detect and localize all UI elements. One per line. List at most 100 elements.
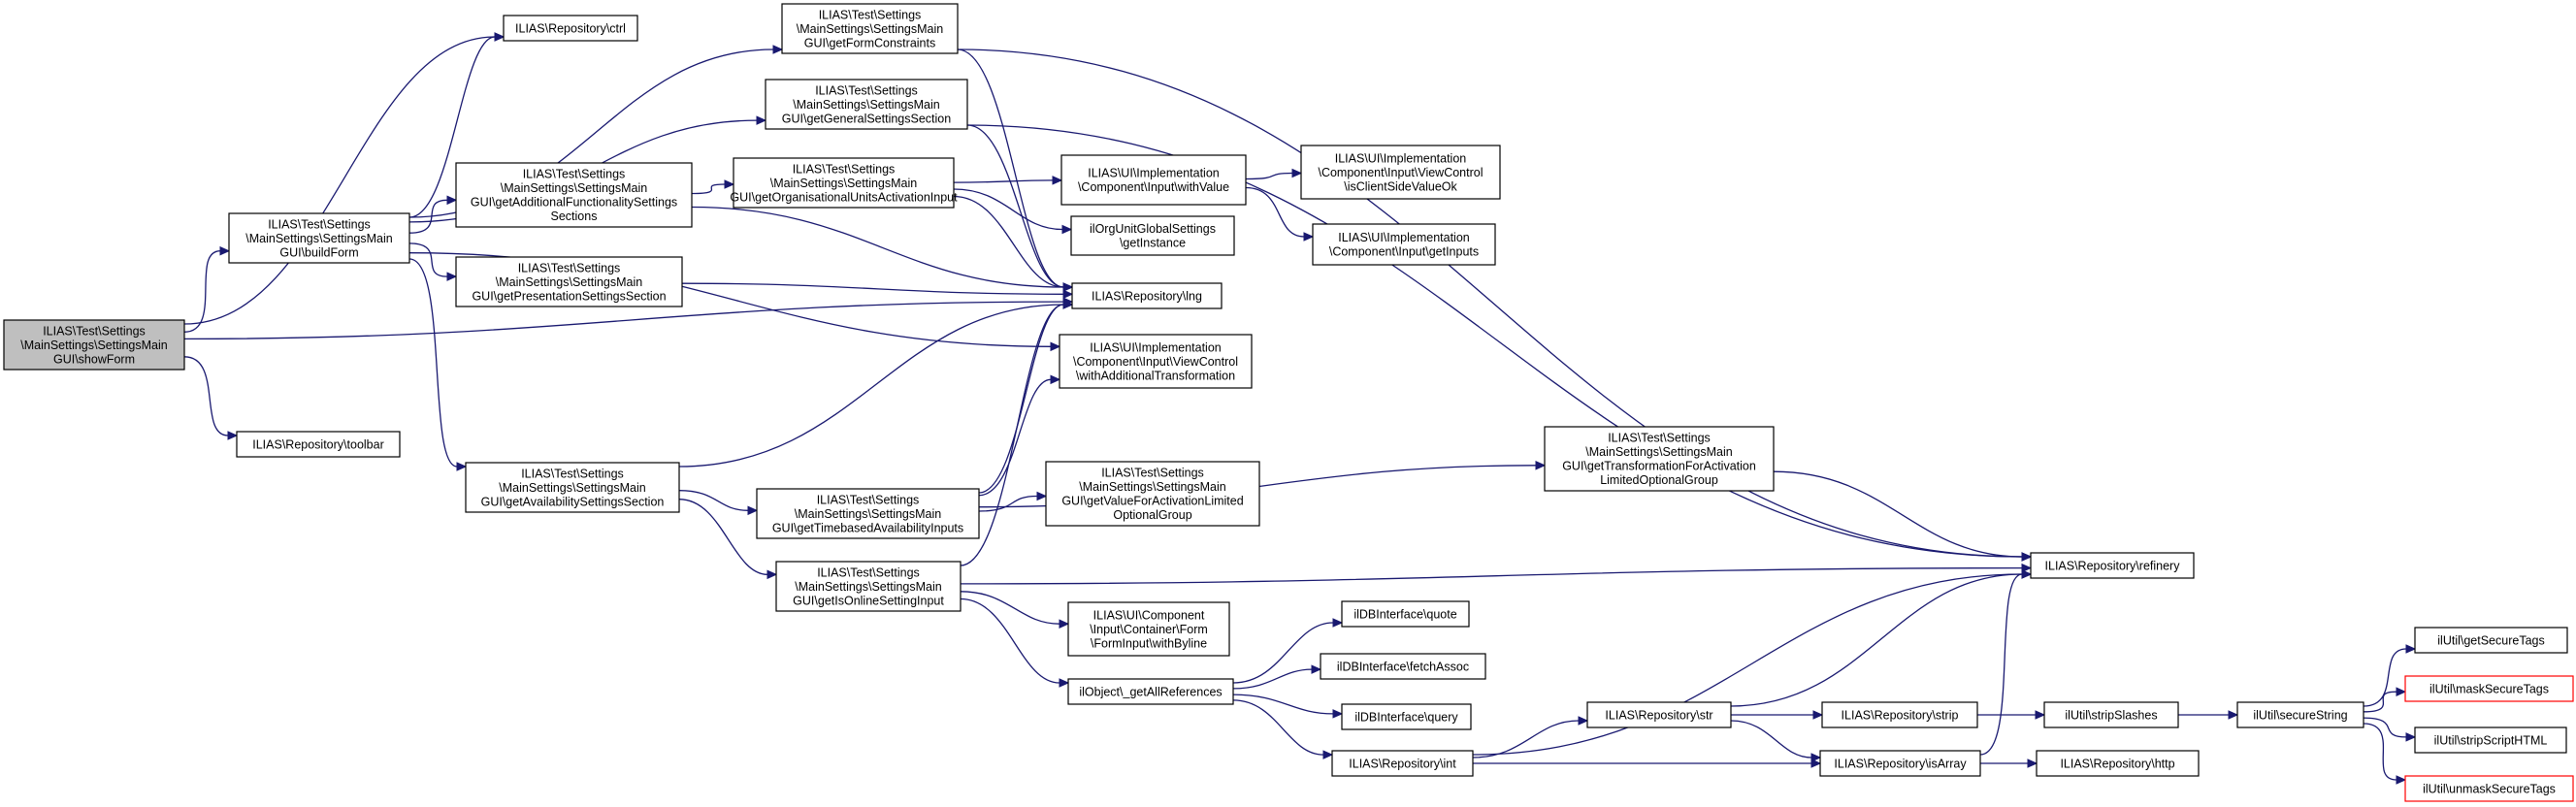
node-box — [765, 79, 968, 130]
arrowhead — [1303, 232, 1315, 242]
node-withByline[interactable]: ILIAS\UI\Component\Input\Container\Form\… — [1067, 601, 1230, 657]
edge-getAdditionalFunctionalitySettingsSections-to-lng — [691, 206, 1074, 292]
node-getAdditionalFunctionalitySettingsSections[interactable]: ILIAS\Test\Settings\MainSettings\Setting… — [455, 162, 693, 228]
arrowhead — [219, 245, 231, 256]
node-box — [1821, 701, 1978, 728]
node-int[interactable]: ILIAS\Repository\int — [1331, 750, 1474, 777]
node-isArray[interactable]: ILIAS\Repository\isArray — [1819, 750, 1981, 777]
node-getOrganisationalUnitsActivationInput[interactable]: ILIAS\Test\Settings\MainSettings\Setting… — [730, 157, 958, 209]
node-label-line: ILIAS\UI\Implementation — [1090, 340, 1222, 354]
node-http[interactable]: ILIAS\Repository\http — [2036, 750, 2200, 777]
arrowhead — [2021, 552, 2033, 562]
node-secureString[interactable]: ilUtil\secureString — [2236, 701, 2364, 728]
node-fetchAssoc[interactable]: ilDBInterface\fetchAssoc — [1320, 653, 1486, 680]
arrowhead — [1332, 618, 1344, 628]
node-getFormConstraints[interactable]: ILIAS\Test\Settings\MainSettings\Setting… — [781, 3, 959, 54]
edge-line — [953, 179, 1054, 183]
edge-getIsOnlineSettingInput-to-withByline — [960, 591, 1070, 629]
edge-line — [2363, 717, 2407, 738]
node-getPresentationSettingsSection[interactable]: ILIAS\Test\Settings\MainSettings\Setting… — [455, 256, 683, 307]
node-label-line: GUI\getTimebasedAvailabilityInputs — [772, 521, 963, 534]
node-label-line: ilDBInterface\fetchAssoc — [1337, 660, 1469, 673]
node-label-line: GUI\getFormConstraints — [804, 36, 935, 49]
node-label-line: ILIAS\Repository\ctrl — [515, 21, 626, 35]
node-maskSecureTags[interactable]: ilUtil\maskSecureTags — [2404, 675, 2574, 702]
node-refinery[interactable]: ILIAS\Repository\refinery — [2030, 552, 2195, 579]
edge-line — [1232, 694, 1334, 715]
arrowhead — [1535, 461, 1547, 470]
node-label-line: GUI\getTransformationForActivation — [1562, 460, 1756, 473]
node-isClientSideValueOk[interactable]: ILIAS\UI\Implementation\Component\Input\… — [1300, 145, 1501, 200]
node-box — [1067, 678, 1234, 705]
node-label-line: GUI\getOrganisationalUnitsActivationInpu… — [730, 190, 958, 204]
edge-isArray-to-http — [1980, 759, 2038, 768]
node-showForm[interactable]: ILIAS\Test\Settings\MainSettings\Setting… — [3, 319, 185, 371]
node-label-line: ILIAS\Repository\int — [1349, 757, 1456, 770]
node-getSecureTags[interactable]: ilUtil\getSecureTags — [2414, 627, 2568, 654]
edge-getAllReferences-to-quote — [1232, 618, 1344, 684]
edge-getAllReferences-to-int — [1232, 699, 1334, 759]
node-label-line: \Input\Container\Form — [1090, 623, 1208, 636]
arrowhead — [724, 179, 735, 189]
node-withAdditionalTransformation[interactable]: ILIAS\UI\Implementation\Component\Input\… — [1059, 334, 1253, 389]
arrowhead — [2405, 732, 2417, 742]
edge-getAvailabilitySettingsSection-to-getIsOnlineSettingInput — [678, 499, 778, 580]
node-quote[interactable]: ilDBInterface\quote — [1341, 600, 1470, 628]
node-getInputs[interactable]: ILIAS\UI\Implementation\Component\Input\… — [1312, 223, 1496, 266]
node-box — [781, 3, 959, 54]
edge-buildForm-to-getPresentationSettingsSection — [408, 242, 458, 281]
node-getTransformationForActivationLimitedOptionalGroup[interactable]: ILIAS\Test\Settings\MainSettings\Setting… — [1544, 426, 1775, 492]
edge-withValue-to-getInputs — [1245, 186, 1315, 242]
edge-line — [978, 495, 1038, 512]
node-box — [1071, 282, 1223, 309]
node-getIsOnlineSettingInput[interactable]: ILIAS\Test\Settings\MainSettings\Setting… — [775, 561, 962, 612]
arrowhead — [456, 462, 468, 471]
edge-line — [960, 566, 2023, 585]
node-toolbar[interactable]: ILIAS\Repository\toolbar — [236, 431, 401, 458]
node-stripSlashes[interactable]: ilUtil\stripSlashes — [2043, 701, 2179, 728]
node-query[interactable]: ilDBInterface\query — [1341, 703, 1472, 730]
node-label-line: \isClientSideValueOk — [1344, 179, 1457, 193]
node-strip[interactable]: ILIAS\Repository\strip — [1821, 701, 1978, 728]
node-ilOrgUnitGlobalSettings[interactable]: ilOrgUnitGlobalSettings\getInstance — [1070, 215, 1235, 256]
node-label-line: \Component\Input\ViewControl — [1073, 355, 1238, 369]
node-box — [1331, 750, 1474, 777]
node-box — [1312, 223, 1496, 266]
edge-getGeneralSettingsSection-to-lng — [966, 124, 1074, 292]
node-label-line: ILIAS\UI\Implementation — [1338, 231, 1470, 244]
arrowhead — [2021, 563, 2033, 573]
node-getAvailabilitySettingsSection[interactable]: ILIAS\Test\Settings\MainSettings\Setting… — [465, 462, 680, 513]
node-getValueForActivationLimitedOptionalGroup[interactable]: ILIAS\Test\Settings\MainSettings\Setting… — [1045, 461, 1260, 527]
arrowhead — [1810, 759, 1822, 768]
node-label-line: Sections — [551, 210, 598, 223]
node-withValue[interactable]: ILIAS\UI\Implementation\Component\Input\… — [1060, 154, 1247, 206]
node-box — [236, 431, 401, 458]
edge-line — [960, 591, 1060, 625]
node-label-line: \MainSettings\SettingsMain — [770, 177, 918, 190]
arrowhead — [2035, 710, 2046, 720]
node-getTimebasedAvailabilityInputs[interactable]: ILIAS\Test\Settings\MainSettings\Setting… — [756, 488, 980, 539]
node-label-line: ILIAS\Repository\toolbar — [252, 437, 384, 451]
node-label-line: ilUtil\getSecureTags — [2437, 633, 2544, 647]
node-label-line: \MainSettings\SettingsMain — [20, 339, 168, 352]
edge-line — [1245, 172, 1293, 180]
edge-getIsOnlineSettingInput-to-lng — [960, 300, 1074, 566]
node-lng[interactable]: ILIAS\Repository\lng — [1071, 282, 1223, 309]
edge-getAllReferences-to-query — [1232, 694, 1344, 719]
node-ctrl[interactable]: ILIAS\Repository\ctrl — [503, 15, 638, 42]
arrowhead — [2021, 569, 2033, 579]
node-label-line: ILIAS\Test\Settings — [793, 162, 896, 176]
node-stripScriptHTML[interactable]: ilUtil\stripScriptHTML — [2414, 726, 2567, 754]
node-buildForm[interactable]: ILIAS\Test\Settings\MainSettings\Setting… — [228, 212, 410, 264]
arrowhead — [1050, 374, 1061, 385]
node-getGeneralSettingsSection[interactable]: ILIAS\Test\Settings\MainSettings\Setting… — [765, 79, 968, 130]
arrowhead — [1036, 491, 1048, 501]
edge-buildForm-to-ctrl — [408, 32, 505, 218]
node-label-line: ILIAS\UI\Implementation — [1335, 151, 1467, 165]
node-str[interactable]: ILIAS\Repository\str — [1586, 701, 1732, 728]
node-getAllReferences[interactable]: ilObject\_getAllReferences — [1067, 678, 1234, 705]
node-unmaskSecureTags[interactable]: ilUtil\unmaskSecureTags — [2404, 775, 2574, 802]
arrowhead — [1062, 289, 1074, 300]
edge-getAvailabilitySettingsSection-to-getTimebasedAvailabilityInputs — [678, 490, 759, 516]
